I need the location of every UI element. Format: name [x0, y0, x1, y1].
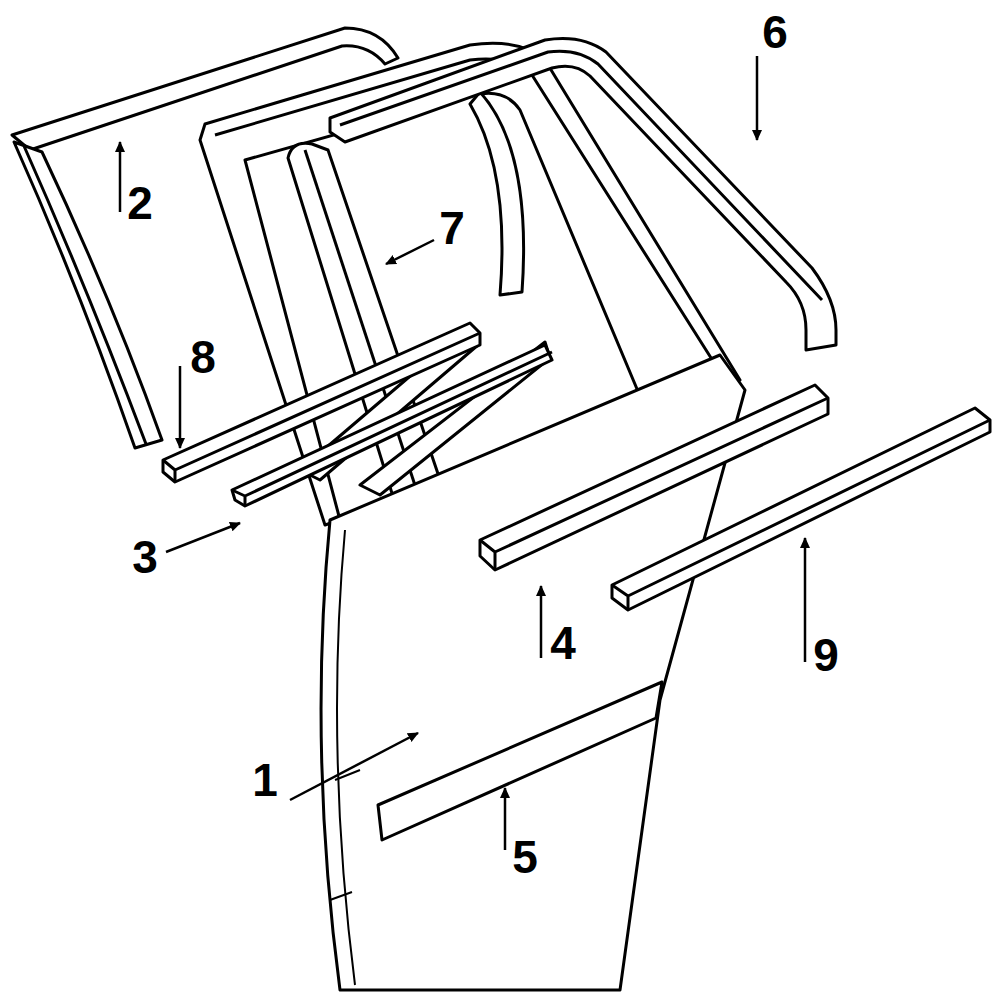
strip-9 [612, 408, 990, 610]
callout-number: 3 [130, 534, 160, 580]
inner-strip [470, 92, 524, 295]
body-molding [378, 682, 662, 840]
leader-line [804, 538, 807, 662]
leader-line [179, 366, 182, 448]
callout-number: 4 [548, 620, 578, 666]
leader-line [166, 523, 240, 552]
glass-run-leg [14, 142, 162, 448]
callout-number: 9 [811, 632, 841, 678]
weatherstrip-arch [330, 39, 836, 351]
callout-number: 1 [250, 757, 280, 803]
leader-line [386, 240, 434, 264]
callout-number: 5 [510, 834, 540, 880]
leader-line [540, 586, 543, 658]
callout-number: 6 [760, 9, 790, 55]
leader-line [756, 56, 759, 140]
callout-number: 8 [188, 334, 218, 380]
leader-line [290, 733, 418, 800]
leader-line [119, 142, 122, 212]
leader-lines [120, 56, 805, 850]
strip-3 [232, 345, 552, 506]
strip-4 [480, 385, 828, 570]
leader-line [504, 788, 507, 850]
callout-number: 2 [125, 180, 155, 226]
callout-number: 7 [437, 205, 467, 251]
